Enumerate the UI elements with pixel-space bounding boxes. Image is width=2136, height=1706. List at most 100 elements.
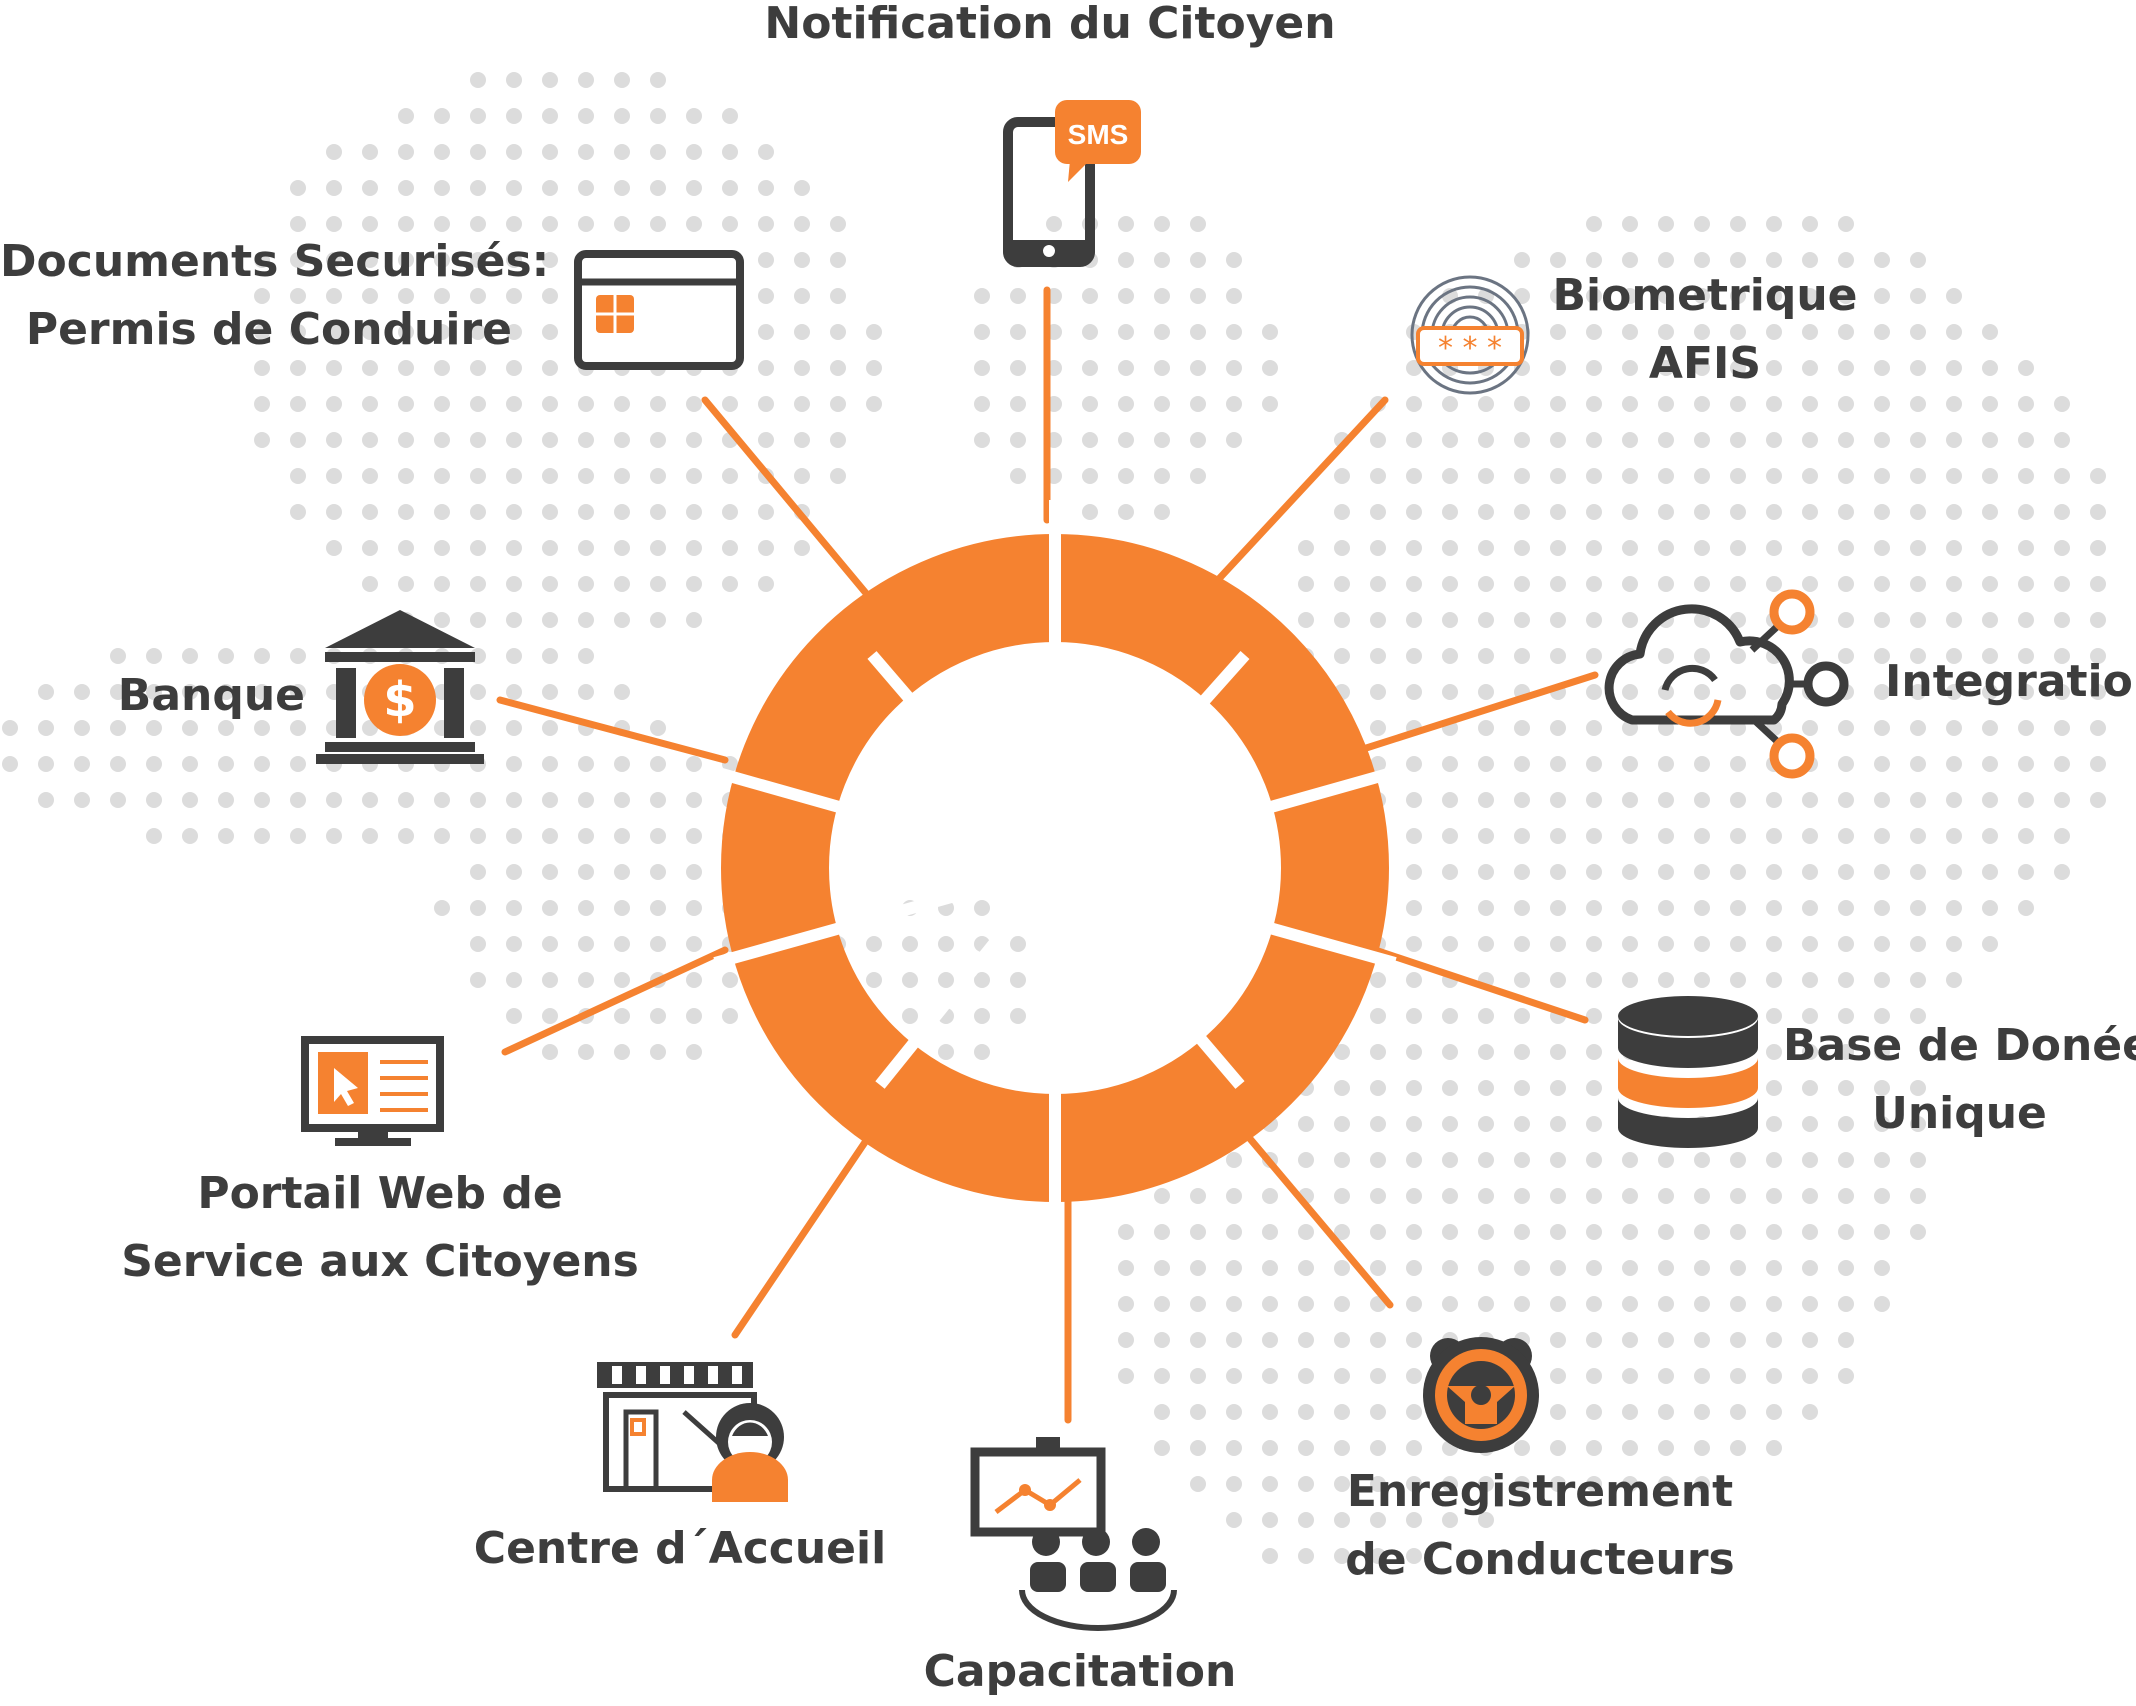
map-dot xyxy=(1658,1296,1674,1312)
map-dot xyxy=(38,792,54,808)
map-dot xyxy=(1514,540,1530,556)
map-dot xyxy=(1622,1404,1638,1420)
map-dot xyxy=(1154,1260,1170,1276)
map-dot xyxy=(686,144,702,160)
map-dot xyxy=(290,180,306,196)
map-dot xyxy=(1550,612,1566,628)
map-dot xyxy=(326,468,342,484)
map-dot xyxy=(1262,1332,1278,1348)
map-dot xyxy=(1730,1260,1746,1276)
map-dot xyxy=(1226,360,1242,376)
map-dot xyxy=(1658,756,1674,772)
map-dot xyxy=(326,324,342,340)
map-dot xyxy=(1334,1260,1350,1276)
map-dot xyxy=(2090,468,2106,484)
map-dot xyxy=(1406,468,1422,484)
map-dot xyxy=(578,684,594,700)
map-dot xyxy=(1118,396,1134,412)
map-dot xyxy=(362,324,378,340)
map-dot xyxy=(1550,252,1566,268)
map-dot xyxy=(1478,1512,1494,1528)
map-dot xyxy=(1406,900,1422,916)
map-dot xyxy=(1946,432,1962,448)
map-dot xyxy=(1334,1080,1350,1096)
map-dot xyxy=(470,684,486,700)
map-dot xyxy=(578,540,594,556)
map-dot xyxy=(1550,576,1566,592)
map-dot xyxy=(1442,1476,1458,1492)
map-dot xyxy=(1334,1440,1350,1456)
map-dot xyxy=(1982,756,1998,772)
map-dot xyxy=(38,720,54,736)
map-dot xyxy=(1730,756,1746,772)
map-dot xyxy=(1766,936,1782,952)
map-dot xyxy=(1478,900,1494,916)
map-dot xyxy=(470,900,486,916)
map-dot xyxy=(1802,1368,1818,1384)
map-dot xyxy=(1370,1512,1386,1528)
map-dot xyxy=(1370,504,1386,520)
map-dot xyxy=(1154,1332,1170,1348)
map-dot xyxy=(1298,540,1314,556)
map-dot xyxy=(542,648,558,664)
map-dot xyxy=(1766,1152,1782,1168)
map-dot xyxy=(1190,1188,1206,1204)
map-dot xyxy=(1262,1440,1278,1456)
map-dot xyxy=(1586,1044,1602,1060)
map-dot xyxy=(1982,360,1998,376)
map-dot xyxy=(326,792,342,808)
map-dot xyxy=(1766,360,1782,376)
map-dot xyxy=(1838,828,1854,844)
map-dot xyxy=(1910,1116,1926,1132)
map-dot xyxy=(1370,1152,1386,1168)
map-dot xyxy=(1190,288,1206,304)
map-dot xyxy=(2054,720,2070,736)
map-dot xyxy=(434,576,450,592)
map-dot xyxy=(1226,1188,1242,1204)
map-dot xyxy=(1118,468,1134,484)
map-dot xyxy=(1550,1188,1566,1204)
map-dot xyxy=(398,108,414,124)
map-dot xyxy=(1406,684,1422,700)
map-dot xyxy=(398,576,414,592)
map-dot xyxy=(398,324,414,340)
map-dot xyxy=(362,504,378,520)
map-dot xyxy=(2090,576,2106,592)
map-dot xyxy=(1550,864,1566,880)
map-dot xyxy=(1586,972,1602,988)
map-dot xyxy=(578,72,594,88)
map-dot xyxy=(506,684,522,700)
map-dot xyxy=(326,396,342,412)
map-dot xyxy=(830,468,846,484)
map-dot xyxy=(1910,504,1926,520)
map-dot xyxy=(290,720,306,736)
map-dot xyxy=(1658,252,1674,268)
map-dot xyxy=(1730,1296,1746,1312)
map-dot xyxy=(1478,1044,1494,1060)
map-dot xyxy=(722,972,738,988)
map-dot xyxy=(1694,972,1710,988)
map-dot xyxy=(1910,1224,1926,1240)
map-dot xyxy=(578,216,594,232)
map-dot xyxy=(254,720,270,736)
map-dot xyxy=(650,576,666,592)
map-dot xyxy=(290,216,306,232)
map-dot xyxy=(1406,1224,1422,1240)
line-bank xyxy=(496,696,729,764)
map-dot xyxy=(2054,396,2070,412)
map-dot xyxy=(758,252,774,268)
map-dot xyxy=(1442,1080,1458,1096)
map-dot xyxy=(1622,936,1638,952)
map-dot xyxy=(1946,540,1962,556)
map-dot xyxy=(1766,396,1782,412)
map-dot xyxy=(1226,1296,1242,1312)
map-dot xyxy=(1406,612,1422,628)
map-dot xyxy=(722,216,738,232)
map-dot xyxy=(1658,1152,1674,1168)
map-dot xyxy=(1550,1368,1566,1384)
map-dot xyxy=(1730,864,1746,880)
map-dot xyxy=(1514,1188,1530,1204)
map-dot xyxy=(1658,1260,1674,1276)
map-dot xyxy=(1874,288,1890,304)
map-dot xyxy=(434,900,450,916)
